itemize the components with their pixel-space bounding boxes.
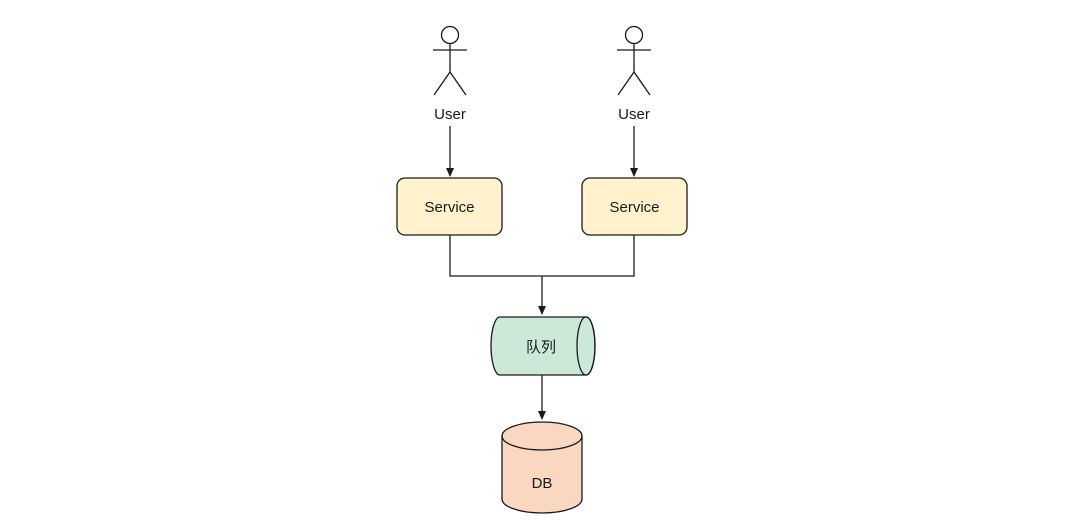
user-label: User — [618, 106, 650, 123]
service-label: Service — [424, 199, 474, 216]
queue-label: 队列 — [526, 338, 556, 356]
edge-service-right-to-queue — [542, 235, 635, 277]
database-shape — [501, 421, 583, 514]
stick-figure-icon — [617, 25, 651, 96]
user-label: User — [434, 106, 466, 123]
database-top-rim — [501, 435, 583, 451]
database-label: DB — [532, 475, 553, 492]
edge-service-left-to-queue — [449, 235, 542, 277]
service-node-right: Service — [581, 177, 688, 236]
user-actor-left: User — [433, 25, 467, 123]
service-label: Service — [609, 199, 659, 216]
queue-node: 队列 — [490, 316, 596, 376]
queue-end-cap — [576, 316, 596, 376]
stick-figure-icon — [433, 25, 467, 96]
service-node-left: Service — [396, 177, 503, 236]
database-node: DB — [501, 421, 583, 514]
user-actor-right: User — [617, 25, 651, 123]
